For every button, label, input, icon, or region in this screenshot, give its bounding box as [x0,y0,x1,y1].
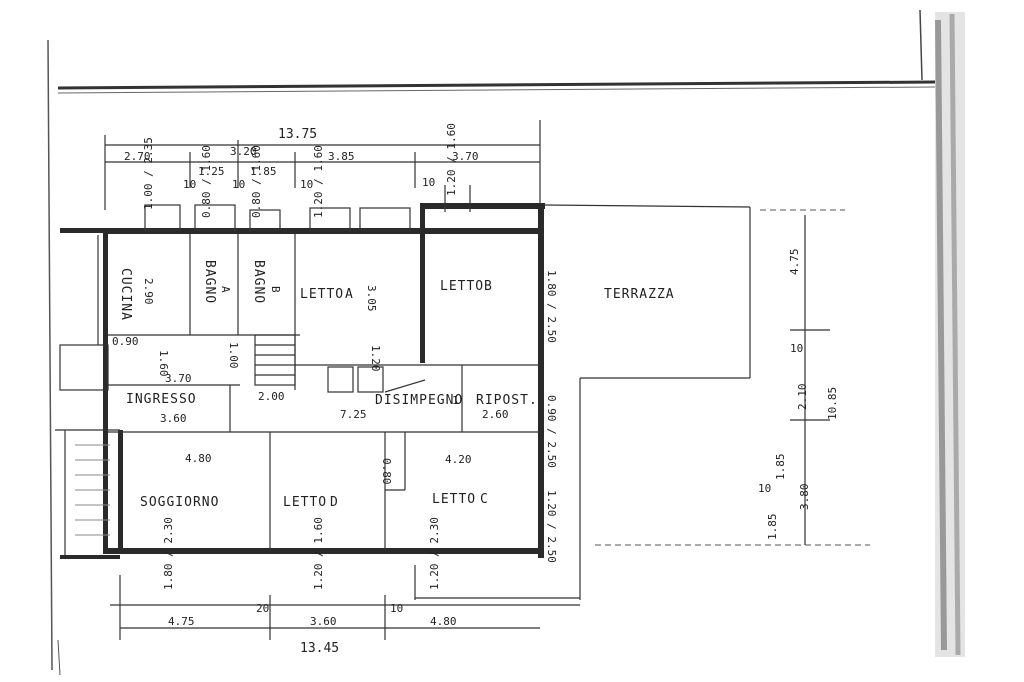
dim-bottom-10: 10 [390,602,403,615]
dim-right-210: 2.10 [796,384,809,411]
dim-small-7: 10 [790,342,803,355]
dim-top-3: 3.85 [328,150,355,163]
dim-right-185a: 1.85 [766,514,779,541]
dim-disimpegno: 7.25 [340,408,367,421]
sheet-border [47,9,965,676]
room-marker-letto-b: B [484,279,493,294]
dim-total-bottom: 13.45 [300,641,339,656]
dim-win-b3: 1.20 / 2.30 [428,517,441,590]
dim-ingresso-w: 3.70 [165,372,192,385]
room-label-cucina: CUCINA [118,268,133,321]
room-label-disimpegno: DISIMPEGNO [375,393,463,408]
dim-letto-c: 4.20 [445,453,472,466]
dim-bottom-20: 20 [256,602,269,615]
room-marker-letto-d: D [330,495,339,510]
dim-letto-a: 3.05 [365,285,378,312]
room-marker-bagno-a: A [219,286,232,293]
terrace-outline [543,204,870,555]
room-label-soggiorno: SOGGIORNO [140,495,219,510]
right-dimension-lines [790,215,830,545]
dim-soggiorno: 4.80 [185,452,212,465]
dim-win-t2: 0.80 / 1.60 [200,145,213,218]
dim-small-2: 1.60 [157,350,170,377]
dim-win-b1: 1.80 / 2.30 [162,517,175,590]
dim-right-185b: 1.85 [774,454,787,481]
dim-small-4: 2.00 [258,390,285,403]
room-label-letto-c: LETTO [432,492,476,507]
dim-top-1: 2.70 [124,150,151,163]
dim-right-1085: 10.85 [826,387,839,420]
dim-win-180-250: 1.80 / 2.50 [545,270,558,343]
dim-right-380: 3.80 [798,484,811,511]
dim-win-t1: 1.00 / 2.35 [142,137,155,210]
top-dimension-lines [104,120,541,210]
dim-win-t5: 1.20 / 1.60 [445,123,458,196]
dim-top-sub-2: 1.85 [250,165,277,178]
room-label-letto-d: LETTO [283,495,327,510]
dim-small-6: 1.00 [227,342,240,369]
dim-top-10c: 10 [300,178,313,191]
room-marker-letto-a: A [345,287,354,302]
room-label-bagno-a: BAGNO [202,260,217,304]
room-marker-letto-c: C [480,492,489,507]
walls [60,203,545,559]
dim-bottom-1: 4.75 [168,615,195,628]
dim-top-10d: 10 [422,176,435,189]
top-windows [144,185,471,231]
dim-ingresso-h: 3.60 [160,412,187,425]
dim-bottom-2: 3.60 [310,615,337,628]
room-label-bagno-b: BAGNO [251,260,266,304]
exterior-stair [55,235,120,555]
dim-bottom-3: 4.80 [430,615,457,628]
room-label-ripostiglio: RIPOST. [476,393,538,408]
room-label-terrazza: TERRAZZA [604,287,675,302]
dim-small-1: 0.90 [112,335,139,348]
dim-win-120-250: 1.20 / 2.50 [545,490,558,563]
dim-top-10b: 10 [232,178,245,191]
dim-top-10a: 10 [183,178,196,191]
room-label-letto-a: LETTO [300,287,344,302]
bottom-dimension-lines [110,555,581,640]
room-label-letto-b: LETTO [440,279,484,294]
dim-win-b2: 1.20 / 1.60 [312,517,325,590]
dim-win-t3: 0.80 / 1.60 [250,145,263,218]
dim-cucina: 2.90 [142,278,155,305]
dim-small-3: 1.20 [369,345,382,372]
dim-small-5: 0.80 [380,458,393,485]
dim-right-475: 4.75 [788,249,801,276]
room-marker-disimpegno: 1 [452,394,459,407]
dim-total-top: 13.75 [278,127,317,142]
dim-top-2: 3.20 [230,145,257,158]
room-label-ingresso: INGRESSO [126,392,197,407]
dim-top-4: 3.70 [452,150,479,163]
dim-win-090-250: 0.90 / 2.50 [545,395,558,468]
dim-win-t4: 1.20 / 1.60 [312,145,325,218]
room-marker-bagno-b: B [269,286,282,293]
dim-small-8: 10 [758,482,771,495]
dim-ripost: 2.60 [482,408,509,421]
dim-top-sub-1: 1.25 [198,165,225,178]
